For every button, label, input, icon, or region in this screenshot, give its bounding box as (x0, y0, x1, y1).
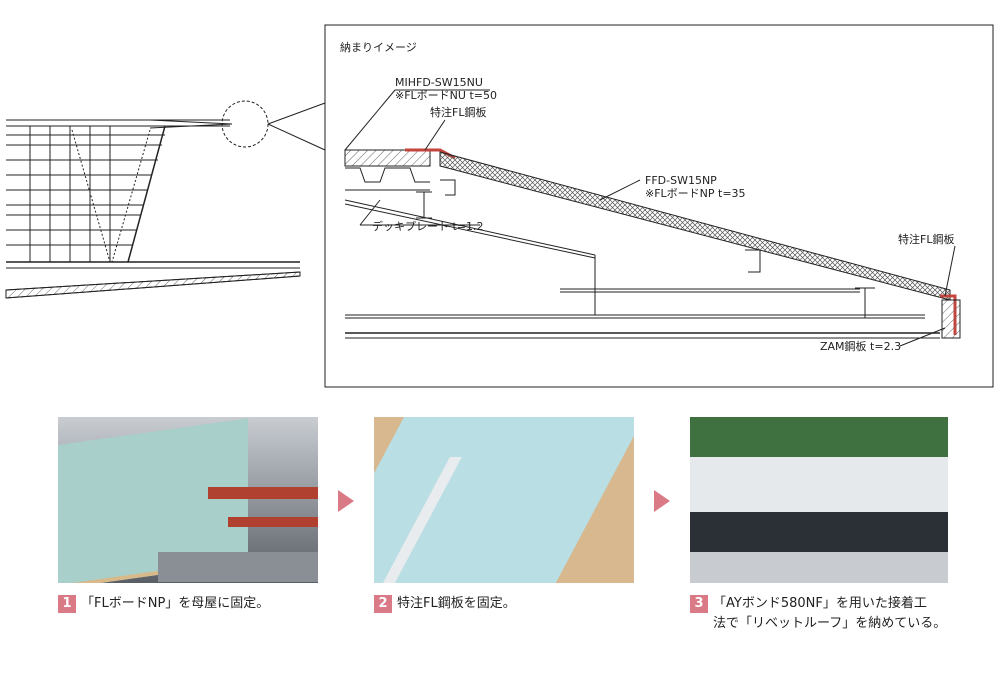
detail-frame (324, 24, 994, 388)
arrow-right-icon (654, 490, 670, 512)
step-number: 2 (374, 595, 392, 613)
photo-step-1 (58, 417, 318, 583)
step-text: 特注FL鋼板を固定。 (397, 596, 516, 611)
step-text: 「FLボードNP」を母屋に固定。 (81, 596, 270, 611)
label-special-steel-top: 特注FL鋼板 (430, 105, 486, 119)
label-slope-panel-code: FFD-SW15NP (645, 174, 717, 187)
step-text-line-2: 法で「リベットルーフ」を納めている。 (713, 616, 947, 631)
detail-drawing (344, 89, 961, 347)
label-special-steel-right: 特注FL鋼板 (898, 232, 954, 246)
label-slope-panel-spec: ※FLボードNP t=35 (645, 187, 746, 200)
arrow-right-icon (338, 490, 354, 512)
roof-detail-diagram: 納まりイメージ (5, 24, 994, 388)
caption-step-3: 3 「AYボンド580NF」を用いた接着工 法で「リベットルーフ」を納めている。 (690, 594, 980, 634)
step-number: 1 (58, 595, 76, 613)
photo-step-3 (690, 417, 948, 583)
caption-step-1: 1 「FLボードNP」を母屋に固定。 (58, 594, 328, 614)
caption-step-2: 2 特注FL鋼板を固定。 (374, 594, 644, 614)
overview-structure (5, 100, 326, 299)
label-top-panel-code: MIHFD-SW15NU (395, 76, 483, 89)
label-top-panel-spec: ※FLボードNU t=50 (395, 89, 497, 102)
detail-title: 納まりイメージ (340, 41, 417, 54)
label-deck-plate: デッキプレート t=1.2 (372, 219, 484, 233)
label-zam-plate: ZAM鋼板 t=2.3 (820, 339, 901, 353)
step-number: 3 (690, 595, 708, 613)
photo-step-2 (374, 417, 634, 583)
step-text-line-1: 「AYボンド580NF」を用いた接着工 (713, 596, 927, 611)
